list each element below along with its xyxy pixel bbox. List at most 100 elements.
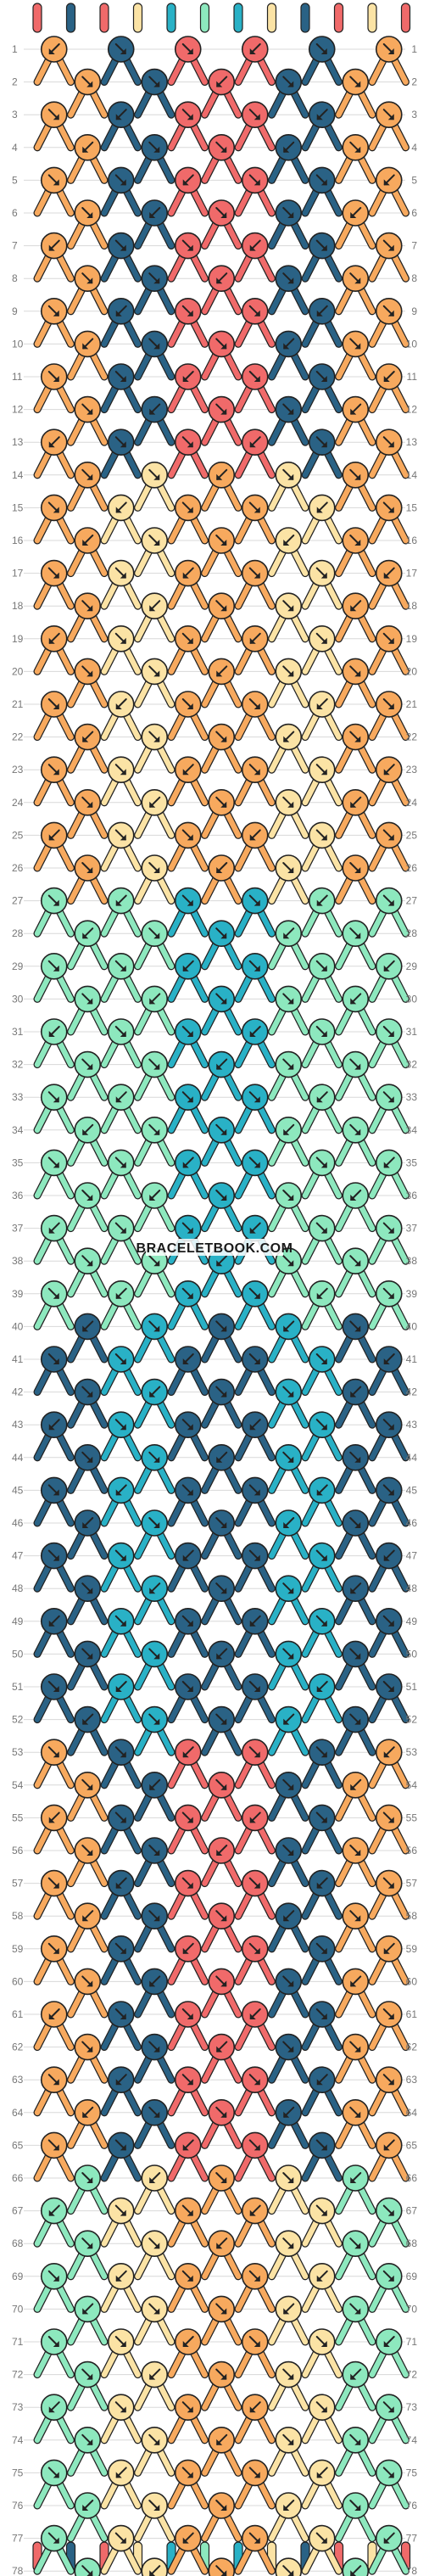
knot-navy (241, 1542, 269, 1570)
row-label-left: 26 (12, 862, 24, 874)
row-label-left: 3 (12, 109, 18, 120)
knot-navy (107, 1869, 135, 1897)
knot-navy (141, 1968, 169, 1996)
row-label-right: 26 (406, 862, 418, 874)
row-label-left: 52 (12, 1714, 24, 1726)
row-label-left: 34 (12, 1124, 24, 1136)
knot-mint (342, 920, 370, 947)
row-label-right: 76 (406, 2500, 418, 2512)
knot-mint (74, 2230, 102, 2257)
row-label-left: 48 (12, 1582, 24, 1594)
row-label-left: 32 (12, 1059, 24, 1071)
knot-teal (241, 1214, 269, 1242)
knot-teal (308, 1346, 336, 1373)
knot-cream (308, 494, 336, 522)
knot-teal (174, 1084, 202, 1111)
knot-grid (40, 36, 403, 2576)
knot-orange (375, 1935, 403, 1963)
row-label-left: 9 (12, 305, 18, 317)
row-label-left: 45 (12, 1484, 24, 1496)
knot-orange (40, 1869, 68, 1897)
knot-orange (208, 854, 236, 882)
knot-orange (375, 36, 403, 63)
row-label-right: 18 (406, 600, 418, 612)
row-label-right: 37 (406, 1223, 418, 1235)
knot-cream (141, 788, 169, 816)
knot-navy (275, 395, 303, 423)
knot-orange (40, 36, 68, 63)
knot-mint (342, 1117, 370, 1144)
knot-cream (275, 658, 303, 686)
row-label-right: 38 (406, 1255, 418, 1267)
knot-orange (74, 658, 102, 686)
knot-orange (74, 68, 102, 96)
knot-cream (141, 723, 169, 751)
knot-navy (107, 363, 135, 390)
knot-coral (174, 101, 202, 128)
knot-mint (342, 2427, 370, 2454)
knot-orange (40, 2001, 68, 2028)
knot-mint (342, 2557, 370, 2576)
knot-teal (241, 1280, 269, 1308)
knot-mint (107, 1214, 135, 1242)
knot-navy (107, 36, 135, 63)
knot-mint (107, 953, 135, 980)
row-label-left: 36 (12, 1190, 24, 1201)
knot-mint (375, 1084, 403, 1111)
knot-mint (375, 2524, 403, 2552)
knot-cream (275, 723, 303, 751)
knot-coral (208, 330, 236, 358)
knot-mint (375, 1018, 403, 1045)
knot-orange (40, 494, 68, 522)
row-label-left: 70 (12, 2303, 24, 2315)
row-label-right: 56 (406, 1845, 418, 1856)
row-label-right: 14 (406, 469, 418, 481)
knot-orange (208, 723, 236, 751)
knot-navy (40, 1476, 68, 1504)
knot-orange (375, 101, 403, 128)
row-label-left: 29 (12, 960, 24, 972)
knot-coral (174, 297, 202, 325)
knot-teal (241, 953, 269, 980)
knot-orange (174, 756, 202, 784)
knot-mint (342, 1050, 370, 1078)
knot-navy (375, 1411, 403, 1438)
knot-mint (40, 2328, 68, 2355)
knot-orange (342, 1902, 370, 1929)
row-label-left: 22 (12, 731, 24, 743)
knot-orange (375, 297, 403, 325)
row-label-right: 31 (406, 1026, 418, 1038)
knot-orange (74, 330, 102, 358)
knot-navy (107, 297, 135, 325)
knot-orange (40, 428, 68, 456)
row-label-right: 55 (406, 1812, 418, 1823)
knot-coral (208, 1968, 236, 1996)
knot-mint (74, 2295, 102, 2323)
row-label-left: 19 (12, 633, 24, 645)
row-label-right: 28 (406, 927, 418, 939)
row-label-right: 60 (406, 1975, 418, 1987)
knot-cream (141, 2557, 169, 2576)
knot-teal (107, 1608, 135, 1635)
knot-coral (208, 1772, 236, 1799)
knot-orange (74, 199, 102, 227)
string-start-coral (333, 3, 344, 33)
knot-mint (74, 2492, 102, 2519)
knot-orange (40, 2131, 68, 2159)
knot-cream (141, 2164, 169, 2192)
knot-teal (107, 1346, 135, 1373)
row-label-left: 28 (12, 927, 24, 939)
knot-mint (308, 1214, 336, 1242)
knot-navy (174, 1608, 202, 1635)
row-label-left: 13 (12, 436, 24, 448)
knot-orange (74, 527, 102, 554)
row-label-left: 14 (12, 469, 24, 481)
knot-orange (241, 2394, 269, 2421)
knot-cream (141, 592, 169, 620)
knot-navy (308, 2001, 336, 2028)
knot-teal (308, 1411, 336, 1438)
knot-cream (275, 461, 303, 489)
knot-coral (241, 2066, 269, 2093)
knot-navy (308, 1739, 336, 1766)
knot-orange (241, 2197, 269, 2225)
